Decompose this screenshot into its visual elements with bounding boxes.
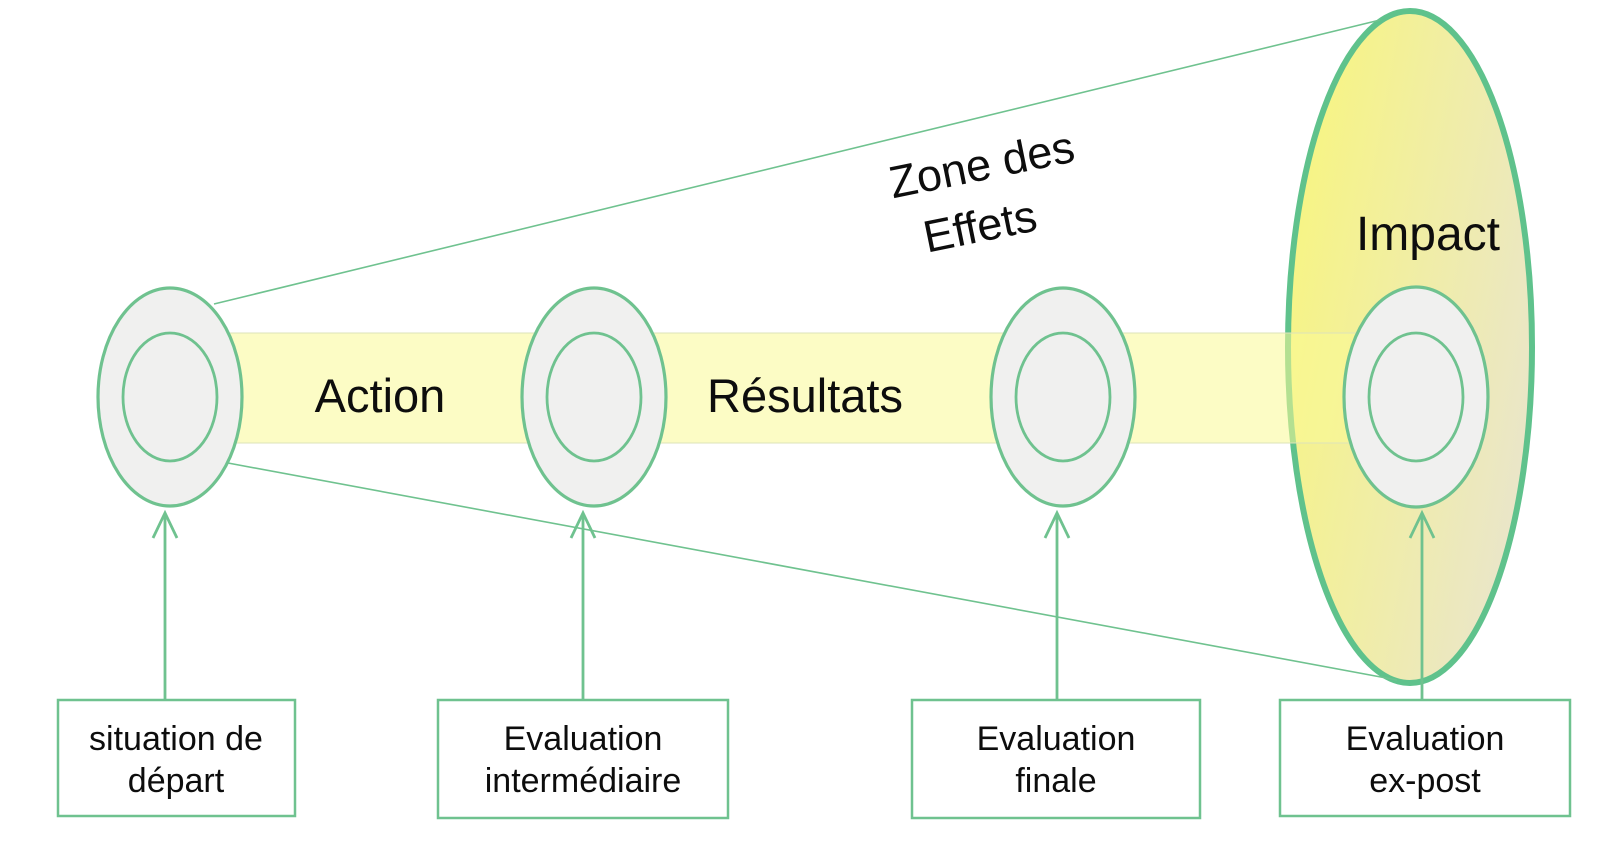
milestone-ellipse-depart (96, 286, 244, 508)
milestone-ellipse-expost (1342, 285, 1490, 509)
arrow-finale-head (1043, 509, 1071, 539)
arrow-expost (1408, 509, 1436, 700)
arrow-finale (1043, 509, 1071, 700)
arrow-intermediaire (569, 509, 597, 700)
zone-effets-upper-line (213, 19, 1381, 305)
milestone-ellipse-intermediaire (520, 286, 668, 508)
arrow-expost-head (1408, 509, 1436, 539)
box-depart (56, 698, 297, 818)
box-label-depart-line1: situation de (89, 720, 263, 758)
arrow-depart (151, 509, 179, 700)
effects-band (164, 332, 1359, 444)
milestone-finale-inner (1014, 331, 1112, 463)
box-label-finale-line1: Evaluation (977, 720, 1136, 758)
milestone-intermediaire-inner (545, 331, 643, 463)
box-label-expost-line2: ex-post (1369, 762, 1481, 800)
zone-effets-lower-line (227, 462, 1398, 681)
box-label-finale-line2: finale (1015, 762, 1096, 800)
box-expost (1278, 698, 1572, 818)
milestone-expost-inner (1367, 331, 1465, 463)
band-label-action: Action (315, 369, 446, 422)
milestone-ellipse-finale (989, 286, 1137, 508)
zone-effets-line2: Effets (919, 190, 1041, 263)
box-label-intermediaire-line2: intermédiaire (485, 762, 682, 800)
band-label-resultats: Résultats (707, 369, 903, 422)
box-label-expost-line1: Evaluation (1346, 720, 1505, 758)
arrow-depart-head (151, 509, 179, 539)
box-label-intermediaire-line1: Evaluation (504, 720, 663, 758)
box-intermediaire (436, 698, 730, 820)
milestone-depart-inner (121, 331, 219, 463)
box-label-depart-line2: départ (128, 762, 225, 800)
zone-effets-label: Zone des Effets (885, 121, 1079, 263)
arrow-intermediaire-head (569, 509, 597, 539)
impact-label: Impact (1356, 208, 1500, 261)
box-finale (910, 698, 1202, 820)
